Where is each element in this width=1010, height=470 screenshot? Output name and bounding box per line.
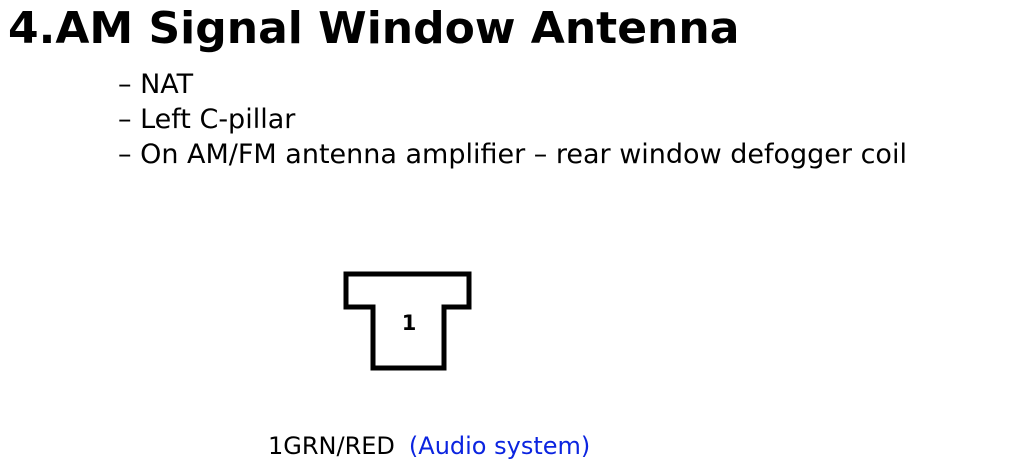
page-title: 4.AM Signal Window Antenna bbox=[8, 3, 740, 54]
wire-label: 1GRN/RED (Audio system) bbox=[268, 431, 590, 461]
audio-system-link[interactable]: (Audio system) bbox=[408, 432, 591, 460]
pin-number: 1 bbox=[402, 311, 417, 335]
connector-diagram: 1 bbox=[343, 271, 472, 371]
list-item-location: – Left C-pillar bbox=[118, 104, 296, 135]
list-item-connection: – On AM/FM antenna amplifier – rear wind… bbox=[118, 139, 907, 170]
wire-code: 1GRN/RED bbox=[268, 432, 395, 460]
connector-info-list: – NAT – Left C-pillar – On AM/FM antenna… bbox=[118, 67, 907, 172]
list-item-code: – NAT bbox=[118, 69, 194, 100]
connector-outline bbox=[343, 271, 472, 371]
